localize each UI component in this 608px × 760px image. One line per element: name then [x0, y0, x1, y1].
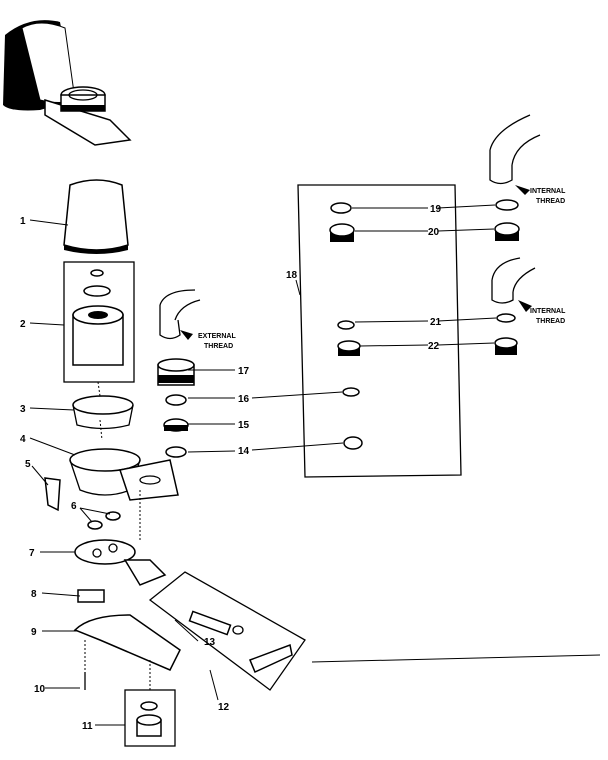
- arrow-icon: [180, 330, 193, 340]
- part-label-14: 14: [238, 446, 250, 457]
- arrow-icon: [515, 185, 530, 195]
- part-2-cartridge: [72, 269, 124, 366]
- kit-oring-16b: [342, 387, 360, 397]
- part-label-2: 2: [20, 319, 26, 330]
- part-12-box: [148, 571, 306, 691]
- part-2-box: [63, 261, 135, 383]
- external-thread-pipe: [159, 289, 201, 340]
- part-label-4: 4: [20, 434, 26, 445]
- internal-thread-pipe-a: [489, 114, 541, 185]
- part-4-head: [69, 448, 179, 501]
- arrow-icon: [518, 300, 532, 312]
- kit-insert-22: [337, 340, 361, 356]
- part-label-12: 12: [218, 702, 230, 713]
- part-6-orings: [87, 511, 121, 530]
- part-22-insert: [494, 337, 518, 355]
- part-label-6: 6: [71, 501, 77, 512]
- part-3-ring: [72, 395, 134, 430]
- internal-thread-pipe-b: [491, 257, 536, 304]
- note-internal-b-1: INTERNAL: [530, 308, 566, 315]
- note-internal-a-1: INTERNAL: [530, 188, 566, 195]
- part-label-1: 1: [20, 216, 26, 227]
- part-17-nut: [157, 358, 195, 386]
- part-11-fitting: [136, 701, 162, 737]
- part-label-5: 5: [25, 459, 31, 470]
- part-label-22: 22: [428, 341, 440, 352]
- assembled-filter-illustration: [3, 20, 132, 146]
- part-12-valve: [188, 610, 293, 674]
- part-label-13: 13: [204, 637, 216, 648]
- part-label-9: 9: [31, 627, 37, 638]
- leader-lines: [29, 204, 601, 726]
- note-internal-a-2: THREAD: [536, 198, 565, 205]
- part-7-plate: [74, 539, 167, 586]
- part-1-cover: [63, 179, 129, 254]
- kit-oring-14b: [343, 436, 363, 450]
- part-label-20: 20: [428, 227, 440, 238]
- note-external-2: THREAD: [204, 343, 233, 350]
- part-14-oring: [165, 446, 187, 458]
- part-label-8: 8: [31, 589, 37, 600]
- part-label-3: 3: [20, 404, 26, 415]
- part-15-insert: [163, 418, 189, 432]
- part-19-oring: [495, 199, 519, 211]
- part-label-19: 19: [430, 204, 442, 215]
- part-label-10: 10: [34, 684, 46, 695]
- note-internal-b-2: THREAD: [536, 318, 565, 325]
- thread-notes: EXTERNAL THREAD INTERNAL THREAD INTERNAL…: [198, 188, 566, 350]
- note-external-1: EXTERNAL: [198, 333, 236, 340]
- part-label-21: 21: [430, 317, 442, 328]
- part-16-oring: [165, 394, 187, 406]
- part-label-16: 16: [238, 394, 250, 405]
- kit-oring-19: [330, 202, 352, 214]
- part-21-oring: [496, 313, 516, 323]
- part-label-7: 7: [29, 548, 35, 559]
- part-5-clip: [44, 477, 61, 512]
- part-18-kit-box: [297, 184, 462, 478]
- kit-insert-20: [329, 223, 355, 242]
- arrow-icons: [180, 185, 532, 340]
- part-label-11: 11: [82, 721, 93, 732]
- part-label-18: 18: [286, 270, 298, 281]
- kit-oring-21: [337, 320, 355, 330]
- part-label-17: 17: [238, 366, 250, 377]
- part-8-bracket: [77, 589, 105, 603]
- part-label-15: 15: [238, 420, 250, 431]
- part-20-insert: [494, 222, 520, 241]
- part-9-base: [73, 614, 181, 671]
